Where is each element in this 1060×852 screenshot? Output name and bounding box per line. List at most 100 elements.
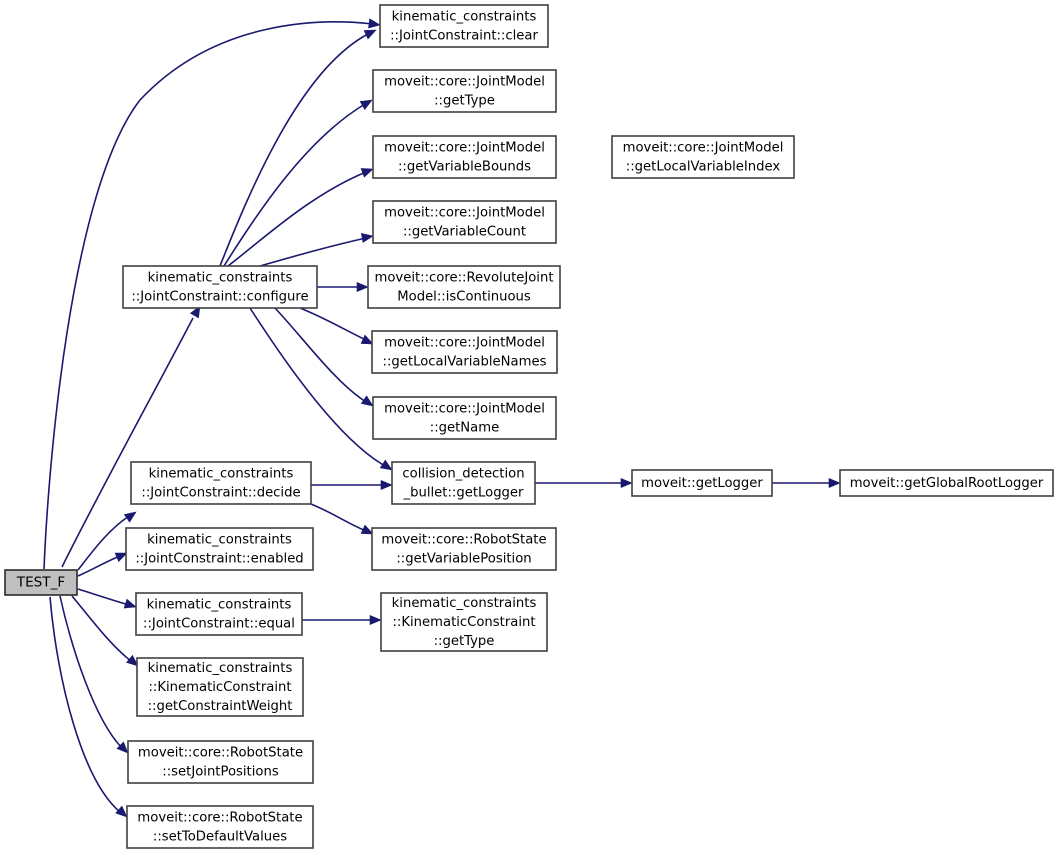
node-get_variable_count[interactable]: moveit::core::JointModel::getVariableCou…: [372, 200, 557, 244]
arrowhead-icon: [356, 281, 369, 293]
node-get_local_variable_names[interactable]: moveit::core::JointModel::getLocalVariab…: [371, 330, 558, 374]
node-enabled[interactable]: kinematic_constraints::JointConstraint::…: [125, 527, 314, 571]
edge-configure-to-bullet_get_logger: [249, 307, 386, 467]
edge-configure-to-get_type: [223, 103, 366, 267]
arrowhead-icon: [116, 741, 129, 754]
node-label: kinematic_constraints::JointConstraint::…: [390, 10, 538, 44]
arrowhead-icon: [360, 334, 374, 345]
edge-test_f-to-get_constraint_weight: [71, 595, 132, 662]
node-get_type[interactable]: moveit::core::JointModel::getType: [372, 69, 557, 113]
edge-configure-to-get_name: [274, 307, 367, 403]
arrowhead-icon: [360, 395, 374, 407]
arrowhead-icon: [620, 477, 633, 489]
node-box[interactable]: [380, 592, 548, 652]
node-box[interactable]: [371, 330, 558, 374]
node-clear[interactable]: kinematic_constraints::JointConstraint::…: [379, 4, 549, 48]
node-label: moveit::core::JointModel::getLocalVariab…: [623, 141, 784, 175]
arrowhead-icon: [115, 805, 128, 818]
node-get_variable_bounds[interactable]: moveit::core::JointModel::getVariableBou…: [372, 135, 557, 179]
edge-layer: [43, 18, 841, 818]
node-label: moveit::core::JointModel::getVariableCou…: [384, 206, 545, 240]
node-box[interactable]: [367, 265, 561, 309]
arrowhead-icon: [360, 524, 374, 535]
arrowhead-icon: [828, 477, 841, 489]
node-equal[interactable]: kinematic_constraints::JointConstraint::…: [135, 592, 303, 636]
node-label: moveit::core::RobotState::setJointPositi…: [138, 746, 303, 780]
edge-decide-to-get_variable_position: [310, 503, 367, 532]
edge-configure-to-get_local_variable_names: [299, 307, 367, 341]
node-get_name[interactable]: moveit::core::JointModel::getName: [372, 396, 557, 440]
arrowhead-icon: [360, 232, 374, 243]
node-label: moveit::core::JointModel::getType: [384, 75, 545, 109]
node-get_constraint_weight[interactable]: kinematic_constraints::KinematicConstrai…: [136, 657, 304, 717]
node-label: moveit::core::JointModel::getVariableBou…: [384, 141, 545, 175]
arrowhead-icon: [123, 511, 137, 523]
node-box[interactable]: [379, 4, 549, 48]
node-box[interactable]: [4, 569, 78, 596]
node-bullet_get_logger[interactable]: collision_detection_bullet::getLogger: [391, 461, 536, 505]
node-label: kinematic_constraints::KinematicConstrai…: [148, 661, 293, 714]
edge-test_f-to-set_joint_positions: [59, 595, 123, 749]
arrowhead-icon: [360, 168, 374, 178]
node-moveit_get_logger[interactable]: moveit::getLogger: [631, 469, 773, 497]
node-decide[interactable]: kinematic_constraints::JointConstraint::…: [130, 461, 312, 505]
edge-configure-to-clear: [219, 33, 369, 267]
node-box[interactable]: [372, 200, 557, 244]
edge-test_f-to-enabled: [77, 555, 121, 577]
node-moveit_get_global_root_logger[interactable]: moveit::getGlobalRootLogger: [839, 469, 1054, 497]
node-box[interactable]: [611, 135, 795, 179]
arrowhead-icon: [126, 654, 139, 667]
node-box[interactable]: [371, 527, 557, 571]
node-configure[interactable]: kinematic_constraints::JointConstraint::…: [122, 265, 318, 309]
node-kinematic_constraint_get_type[interactable]: kinematic_constraints::KinematicConstrai…: [380, 592, 548, 652]
node-label: kinematic_constraints::JointConstraint::…: [141, 467, 300, 501]
node-box[interactable]: [122, 265, 318, 309]
node-label: kinematic_constraints::JointConstraint::…: [143, 598, 295, 632]
arrowhead-icon: [379, 459, 393, 471]
arrowhead-icon: [368, 18, 381, 29]
edge-configure-to-get_variable_count: [259, 237, 367, 267]
node-label: kinematic_constraints::KinematicConstrai…: [392, 596, 537, 649]
node-label: kinematic_constraints::JointConstraint::…: [131, 271, 308, 305]
node-box[interactable]: [127, 740, 314, 784]
node-box[interactable]: [125, 527, 314, 571]
arrowhead-icon: [359, 99, 373, 111]
node-box[interactable]: [839, 469, 1054, 497]
node-label: moveit::getGlobalRootLogger: [850, 476, 1044, 491]
edge-test_f-to-set_to_default_values: [49, 596, 121, 813]
node-box[interactable]: [372, 135, 557, 179]
node-label: collision_detection_bullet::getLogger: [402, 467, 524, 501]
arrowhead-icon: [380, 479, 393, 491]
node-box[interactable]: [130, 461, 312, 505]
node-box[interactable]: [126, 805, 314, 849]
node-box[interactable]: [372, 69, 557, 113]
node-box[interactable]: [136, 657, 304, 717]
arrowhead-icon: [363, 29, 377, 40]
node-test_f[interactable]: TEST_F: [4, 569, 78, 596]
edge-test_f-to-configure: [61, 317, 194, 568]
edge-test_f-to-clear: [43, 21, 374, 570]
node-box[interactable]: [372, 396, 557, 440]
node-get_variable_position[interactable]: moveit::core::RobotState::getVariablePos…: [371, 527, 557, 571]
node-set_joint_positions[interactable]: moveit::core::RobotState::setJointPositi…: [127, 740, 314, 784]
node-box[interactable]: [631, 469, 773, 497]
node-label: moveit::getLogger: [641, 476, 763, 491]
node-label: moveit::core::RobotState::getVariablePos…: [381, 533, 546, 567]
arrowhead-icon: [123, 598, 137, 609]
edge-test_f-to-decide: [77, 515, 130, 571]
edge-configure-to-get_variable_bounds: [227, 171, 367, 267]
arrowhead-icon: [189, 305, 201, 319]
node-label: moveit::core::JointModel::getName: [384, 402, 545, 436]
node-box[interactable]: [391, 461, 536, 505]
node-get_local_variable_index[interactable]: moveit::core::JointModel::getLocalVariab…: [611, 135, 795, 179]
arrowhead-icon: [114, 552, 128, 563]
edge-test_f-to-equal: [77, 588, 130, 606]
node-box[interactable]: [135, 592, 303, 636]
node-label: moveit::core::JointModel::getLocalVariab…: [383, 336, 547, 370]
node-layer: TEST_Fkinematic_constraints::JointConstr…: [4, 4, 1054, 849]
node-set_to_default_values[interactable]: moveit::core::RobotState::setToDefaultVa…: [126, 805, 314, 849]
